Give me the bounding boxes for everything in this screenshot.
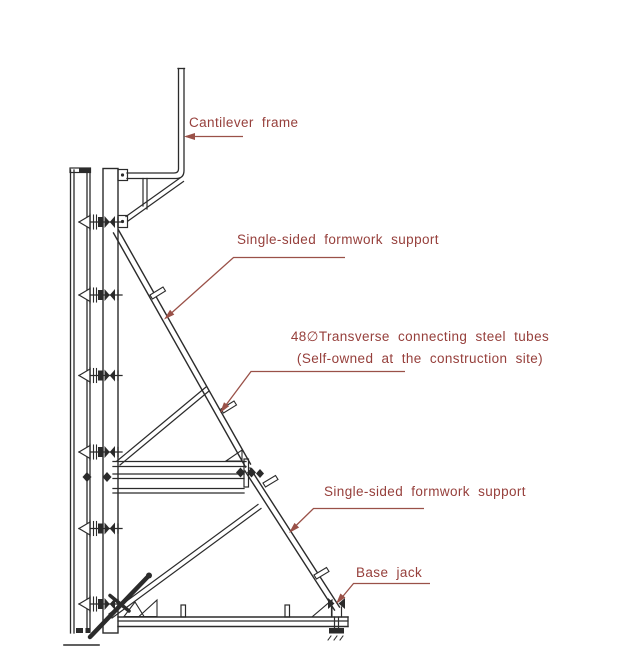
label-formwork-support-lower: Single-sided formwork support bbox=[324, 484, 526, 499]
structure bbox=[63, 67, 349, 646]
base-jack-structure bbox=[327, 598, 345, 641]
arrowhead bbox=[164, 309, 175, 320]
leader-cantilever-frame bbox=[184, 133, 243, 140]
tie-clamp bbox=[78, 443, 123, 461]
arrowhead bbox=[336, 593, 346, 604]
label-formwork-support-upper: Single-sided formwork support bbox=[237, 232, 439, 247]
arrowhead bbox=[184, 133, 195, 140]
label-steel-tubes: 48∅Transverse connecting steel tubes (Se… bbox=[253, 326, 587, 369]
base-stud bbox=[284, 604, 291, 618]
tie-clamp bbox=[78, 286, 123, 304]
tie-clamp bbox=[78, 366, 123, 385]
leader-lines bbox=[164, 133, 430, 604]
upper-inner-tube bbox=[116, 386, 210, 466]
upper-diagonal-brace bbox=[112, 229, 252, 468]
arrowhead bbox=[220, 402, 230, 413]
label-base-jack: Base jack bbox=[356, 565, 423, 580]
connector-pin bbox=[149, 286, 167, 300]
arrowhead bbox=[289, 522, 300, 533]
bolt-heads bbox=[82, 467, 264, 482]
leader-formwork-support-upper bbox=[164, 256, 345, 320]
base-stud bbox=[180, 604, 187, 618]
label-steel-tubes-line2: (Self-owned at the construction site) bbox=[296, 350, 544, 366]
label-steel-tubes-line1: 48∅Transverse connecting steel tubes bbox=[290, 329, 550, 344]
tie-clamps bbox=[78, 213, 123, 613]
tie-clamp bbox=[78, 519, 123, 538]
leader-formwork-support-lower bbox=[289, 507, 424, 533]
lower-diagonal-brace bbox=[244, 467, 341, 611]
connector-pin bbox=[262, 474, 279, 488]
formwork-panel bbox=[69, 167, 92, 634]
leader-base-jack bbox=[336, 582, 430, 604]
ground-anchor bbox=[63, 572, 158, 646]
strongback-post bbox=[102, 167, 119, 634]
label-cantilever-frame: Cantilever frame bbox=[189, 115, 299, 130]
tie-clamp bbox=[78, 213, 123, 231]
connector-pin bbox=[313, 566, 330, 580]
mid-walers bbox=[112, 458, 250, 494]
connector-pin bbox=[220, 400, 238, 414]
cantilever-frame-structure bbox=[117, 67, 186, 229]
leader-steel-tubes bbox=[220, 370, 405, 413]
lower-inner-tube bbox=[108, 503, 262, 619]
